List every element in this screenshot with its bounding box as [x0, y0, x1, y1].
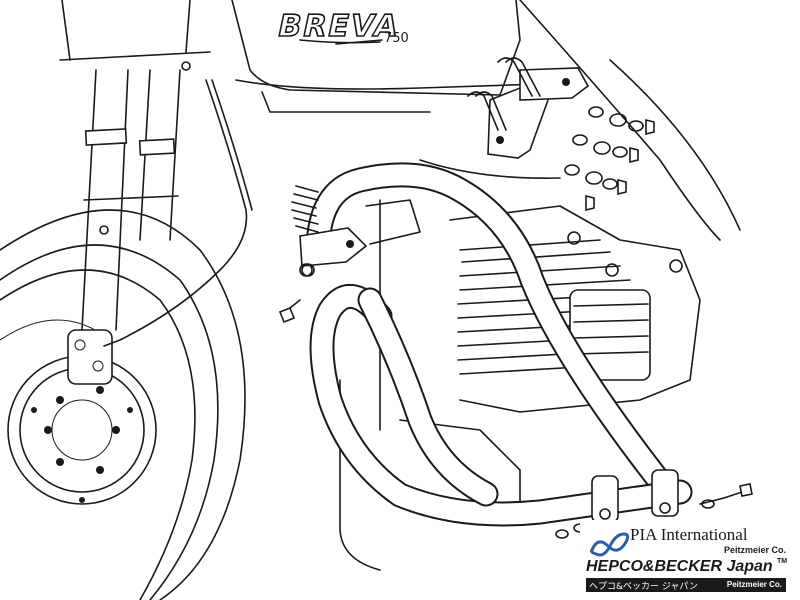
peitzmeier-bottom-text: Peitzmeier Co.: [726, 580, 782, 589]
japanese-name-bar: [586, 578, 786, 592]
lower-clamp-right: [651, 469, 679, 517]
japanese-name-text: ヘプコ&ベッカー ジャパン: [589, 582, 698, 592]
front-fork: [59, 0, 211, 331]
brake-line: [103, 79, 248, 347]
lower-clamp-left: [591, 475, 619, 523]
crash-bar: [299, 162, 693, 527]
hardware-kit: [278, 106, 753, 539]
mounting-bracket: [467, 57, 590, 159]
company-logo: PIA International Peitzmeier Co. HEPCO&B…: [580, 520, 792, 596]
engine-cylinder: [339, 0, 741, 571]
brake-caliper: [67, 329, 113, 385]
spring: [291, 185, 319, 233]
upper-mount-plate: [299, 227, 368, 267]
trademark-mark: TM: [777, 558, 788, 565]
fuel-tank: BREVA 750: [231, 0, 541, 113]
front-wheel: [0, 209, 246, 600]
peitzmeier-top-text: Peitzmeier Co.: [723, 545, 786, 555]
infinity-swoosh-icon: [590, 532, 630, 557]
tank-brand-label: BREVA: [275, 9, 403, 44]
hepco-becker-text: HEPCO&BECKER Japan: [586, 558, 773, 575]
tank-model-label: 750: [384, 31, 409, 46]
pia-international-text: PIA International: [630, 525, 748, 544]
